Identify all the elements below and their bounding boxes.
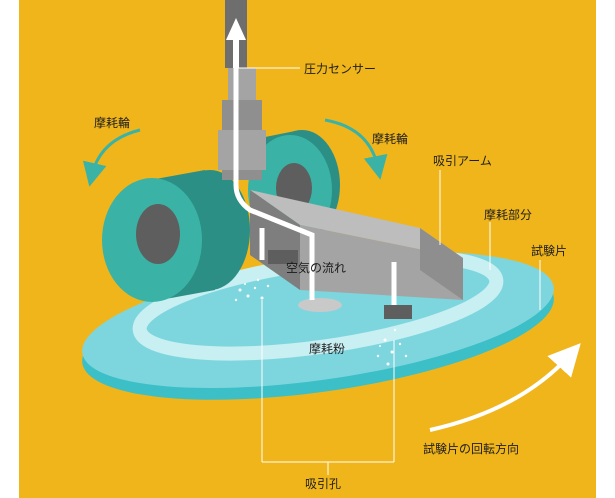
wheel-left-rotation-icon	[82, 128, 141, 187]
powder-particles-left	[234, 278, 270, 302]
leader-lines	[238, 67, 541, 475]
airflow-up-arrow-icon	[226, 18, 246, 40]
label-abrasion-area: 摩耗部分	[484, 208, 533, 222]
label-abrasion-powder: 摩耗粉	[309, 342, 346, 356]
abrasive-wheel-left	[102, 170, 250, 302]
label-abrasive-wheel-left: 摩耗輪	[94, 116, 131, 130]
label-abrasive-wheel-right: 摩耗輪	[372, 132, 409, 146]
airflow-path	[233, 60, 315, 300]
label-airflow: 空気の流れ	[286, 261, 347, 275]
abrasion-powder-pile	[298, 298, 342, 312]
airflow-up-stem	[233, 38, 239, 68]
wheel-right-rotation-icon	[324, 118, 388, 180]
label-suction-arm: 吸引アーム	[433, 154, 492, 168]
label-suction-hole: 吸引孔	[305, 477, 342, 491]
label-specimen: 試験片	[531, 244, 568, 258]
pressure-sensor-column	[218, 0, 266, 180]
label-rotation-direction: 試験片の回転方向	[423, 442, 520, 456]
specimen-rotation-icon	[429, 343, 581, 432]
powder-particles-right	[376, 328, 408, 366]
label-pressure-sensor: 圧力センサー	[304, 62, 377, 76]
